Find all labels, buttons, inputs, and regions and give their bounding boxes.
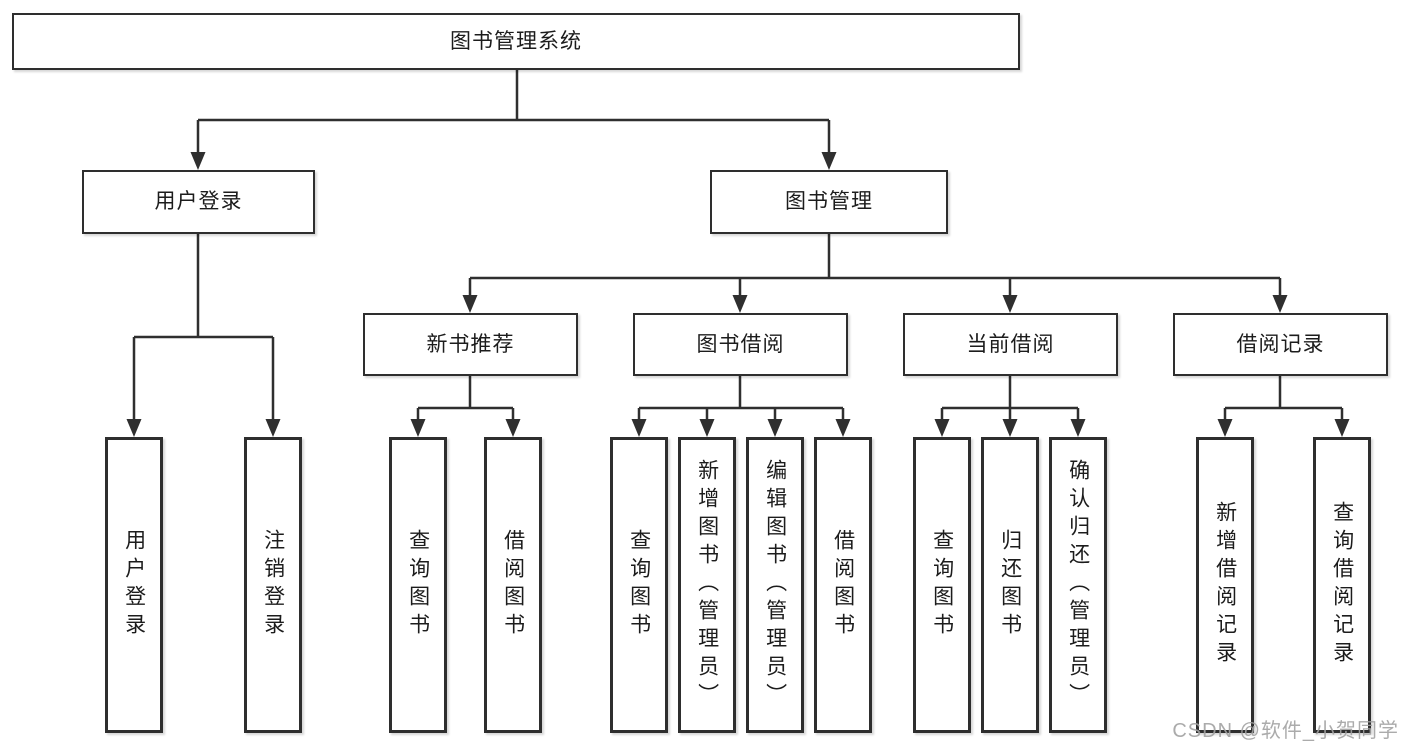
leaf-query-borrow-record: 查询借阅记录: [1313, 437, 1371, 733]
leaf-add-book-admin: 新增图书（管理员）: [678, 437, 736, 733]
node-new-book-recommend: 新书推荐: [363, 313, 578, 376]
leaf-confirm-return-admin: 确认归还（管理员）: [1049, 437, 1107, 733]
leaf-add-borrow-record: 新增借阅记录: [1196, 437, 1254, 733]
leaf-query-books-borrowing: 查询图书: [610, 437, 668, 733]
leaf-logout: 注销登录: [244, 437, 302, 733]
csdn-watermark: CSDN @软件_小贺同学: [1172, 720, 1399, 742]
leaf-user-login: 用户登录: [105, 437, 163, 733]
leaf-return-book: 归还图书: [981, 437, 1039, 733]
node-book-borrowing: 图书借阅: [633, 313, 848, 376]
leaf-query-books-recommend: 查询图书: [389, 437, 447, 733]
leaf-query-books-current: 查询图书: [913, 437, 971, 733]
node-borrow-records: 借阅记录: [1173, 313, 1388, 376]
leaf-borrow-books-recommend: 借阅图书: [484, 437, 542, 733]
node-user-login: 用户登录: [82, 170, 315, 234]
node-library-system-root: 图书管理系统: [12, 13, 1020, 70]
leaf-borrow-books: 借阅图书: [814, 437, 872, 733]
leaf-edit-book-admin: 编辑图书（管理员）: [746, 437, 804, 733]
connector-lines: [132, 70, 1344, 421]
node-current-borrowing: 当前借阅: [903, 313, 1118, 376]
node-book-management: 图书管理: [710, 170, 948, 234]
